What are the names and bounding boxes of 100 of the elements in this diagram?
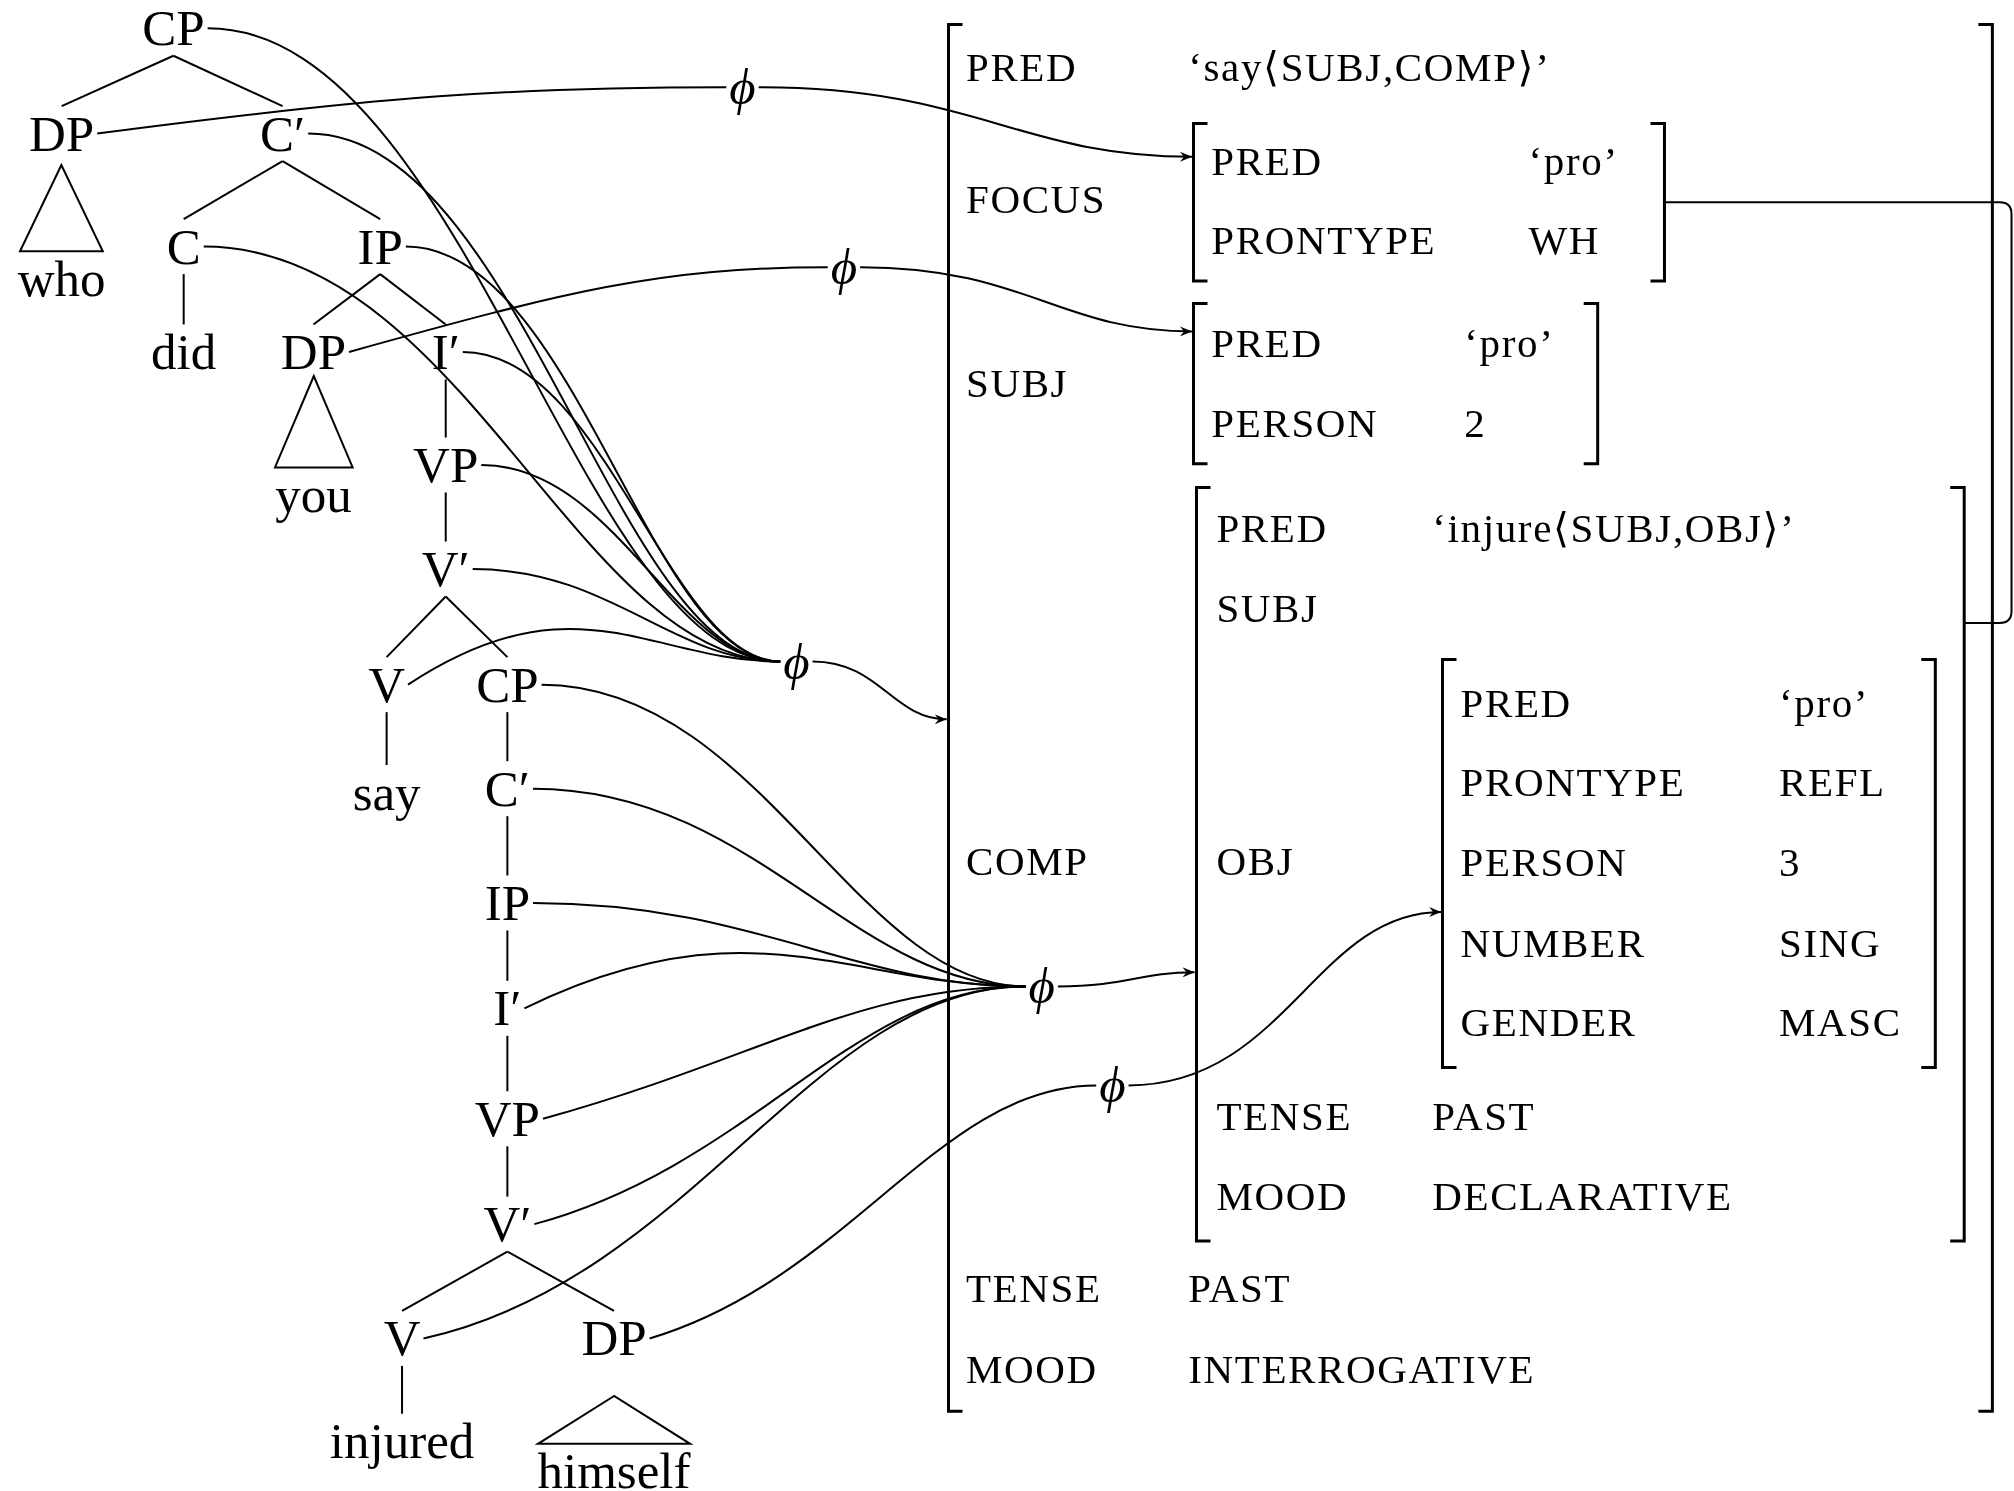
category-label: V′ [480, 1196, 535, 1252]
attribute-name: PRONTYPE [1211, 219, 1437, 261]
attribute-value: SING [1779, 922, 1882, 964]
attribute-name: GENDER [1460, 1001, 1637, 1043]
attribute-name: TENSE [1216, 1095, 1353, 1137]
arrow [1127, 908, 1443, 1087]
branch-line [172, 54, 284, 108]
attribute-name: MOOD [965, 1348, 1098, 1390]
phi-symbol: ϕ [726, 59, 759, 115]
category-label: DP [277, 324, 349, 380]
projection-line [471, 568, 782, 663]
category-label: I′ [490, 980, 525, 1036]
attribute-name: OBJ [1216, 840, 1295, 882]
attribute-name: PERSON [1211, 402, 1379, 444]
word: himself [537, 1445, 691, 1491]
category-label: VP [471, 1091, 543, 1147]
attribute-value: 3 [1779, 841, 1802, 883]
projection-line [407, 628, 782, 686]
branch-line [506, 1250, 615, 1312]
phi-symbol: ϕ [1025, 959, 1058, 1014]
category-label: V [380, 1310, 424, 1366]
attribute-value: MASC [1779, 1001, 1902, 1043]
attribute-value: 2 [1464, 402, 1487, 444]
branch-line [401, 1364, 404, 1415]
word: say [349, 765, 424, 821]
feature-matrix [1192, 122, 1666, 283]
arrow [1056, 967, 1196, 988]
branch-line [506, 815, 509, 877]
attribute-value: WH [1528, 219, 1601, 261]
branch-line [182, 160, 284, 221]
word: injured [326, 1413, 478, 1469]
feature-matrix [1194, 485, 1966, 1243]
branch-line [281, 160, 382, 221]
phi-symbol: ϕ [1096, 1057, 1129, 1113]
branch-line [444, 378, 447, 439]
branch-line [182, 273, 185, 326]
branch-line [444, 491, 447, 543]
branch-line [385, 595, 447, 659]
phi-symbol: ϕ [827, 239, 861, 295]
structure-sharing-line [1664, 201, 2013, 624]
arrow [859, 266, 1193, 336]
branch-line [60, 54, 175, 108]
arrow [811, 660, 948, 724]
category-label: IP [481, 875, 534, 931]
category-label: CP [473, 657, 542, 713]
projection-line [542, 985, 1027, 1120]
category-label: DP [578, 1310, 650, 1366]
category-label: IP [354, 219, 406, 275]
category-label: V′ [418, 541, 473, 597]
branch-line [506, 929, 509, 982]
category-label: I′ [428, 324, 463, 380]
attribute-name: PRED [1211, 140, 1323, 182]
branch-line [506, 1145, 509, 1198]
category-label: C′ [481, 761, 533, 817]
branch-line [506, 1034, 509, 1093]
branch-line [312, 273, 382, 326]
branch-line [506, 711, 509, 763]
category-label: C′ [257, 106, 309, 162]
attribute-value: REFL [1779, 761, 1886, 803]
branch-line [385, 711, 388, 767]
attribute-value: ‘pro’ [1464, 322, 1555, 364]
category-label: VP [410, 437, 482, 493]
attribute-name: PRED [1211, 322, 1323, 364]
word: who [17, 253, 106, 305]
attribute-name: PRED [1216, 507, 1328, 549]
feature-matrix [1441, 657, 1937, 1069]
branch-line [444, 595, 509, 659]
attribute-name: SUBJ [1216, 587, 1319, 629]
attribute-value: ‘pro’ [1528, 140, 1619, 182]
arrow [757, 86, 1193, 162]
projection-line [96, 86, 728, 135]
attribute-value: PAST [1188, 1267, 1292, 1309]
projection-line [648, 1084, 1098, 1340]
category-label: DP [26, 106, 98, 162]
attribute-name: MOOD [1216, 1175, 1349, 1217]
projection-line [422, 985, 1027, 1340]
attribute-name: COMP [965, 840, 1089, 882]
attribute-name: PRONTYPE [1460, 761, 1686, 803]
category-label: C [163, 219, 204, 275]
feature-matrix [946, 23, 1994, 1413]
category-label: V [365, 657, 409, 713]
branch-line [401, 1250, 509, 1312]
attribute-name: SUBJ [965, 362, 1069, 404]
attribute-name: TENSE [965, 1267, 1102, 1309]
branch-line [379, 273, 447, 326]
attribute-value: PAST [1432, 1095, 1536, 1137]
projection-line [348, 266, 829, 353]
attribute-name: FOCUS [965, 178, 1107, 220]
attribute-name: NUMBER [1460, 922, 1646, 964]
word: you [275, 469, 352, 521]
feature-matrix [1192, 301, 1600, 465]
attribute-name: PRED [965, 46, 1078, 88]
attribute-name: PRED [1460, 682, 1572, 724]
attribute-value: ‘injure⟨SUBJ,OBJ⟩’ [1432, 507, 1796, 549]
phi-symbol: ϕ [780, 634, 813, 689]
attribute-name: PERSON [1460, 841, 1628, 883]
word: did [148, 324, 220, 380]
attribute-value: DECLARATIVE [1432, 1175, 1733, 1217]
attribute-value: INTERROGATIVE [1188, 1348, 1536, 1390]
category-label: CP [139, 0, 208, 56]
